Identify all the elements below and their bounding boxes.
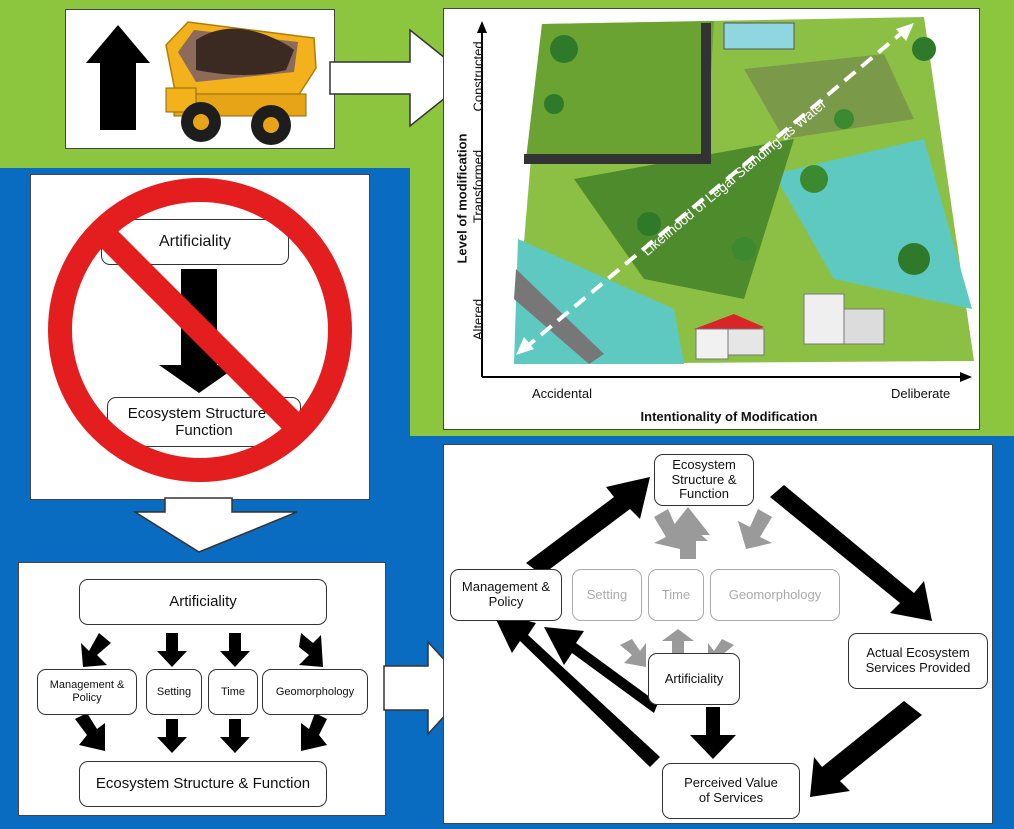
cycle-setting: Setting [572, 569, 642, 621]
y-axis-title: Level of modification [454, 133, 470, 264]
cycle-artificiality: Artificiality [648, 653, 740, 705]
cycle-panel: Ecosystem Structure & Function Managemen… [443, 444, 993, 824]
landscape-illustration [477, 17, 974, 382]
landscape-panel: Level of modification Constructed Transf… [443, 8, 980, 430]
cycle-ecosystem: Ecosystem Structure & Function [654, 454, 754, 506]
cycle-services: Actual Ecosystem Services Provided [848, 633, 988, 689]
flow-panel: Artificiality Management & Policy Settin… [18, 562, 386, 816]
flow-management: Management & Policy [37, 669, 137, 715]
up-arrow-icon [86, 25, 150, 130]
cycle-perceived: Perceived Value of Services [662, 763, 800, 819]
flow-ecosystem: Ecosystem Structure & Function [79, 761, 327, 807]
flow-artificiality: Artificiality [79, 579, 327, 625]
y-tick-transformed: Transformed [470, 149, 486, 224]
x-tick-deliberate: Deliberate [891, 386, 951, 401]
dump-truck-icon [165, 21, 317, 145]
flow-geomorphology: Geomorphology [262, 669, 368, 715]
prohibition-icon [48, 178, 352, 482]
prohibited-panel: Artificiality Ecosystem Structure & Func… [30, 174, 370, 500]
flow-setting: Setting [146, 669, 202, 715]
x-tick-accidental: Accidental [532, 386, 592, 401]
y-tick-altered: Altered [470, 298, 486, 341]
flow-arrows [75, 633, 327, 753]
cycle-geomorphology: Geomorphology [710, 569, 840, 621]
cycle-time: Time [648, 569, 704, 621]
x-axis-title: Intentionality of Modification [640, 409, 818, 424]
cycle-management: Management & Policy [450, 569, 562, 621]
y-tick-constructed: Constructed [470, 41, 486, 112]
flow-time: Time [208, 669, 258, 715]
truck-panel [65, 9, 335, 149]
